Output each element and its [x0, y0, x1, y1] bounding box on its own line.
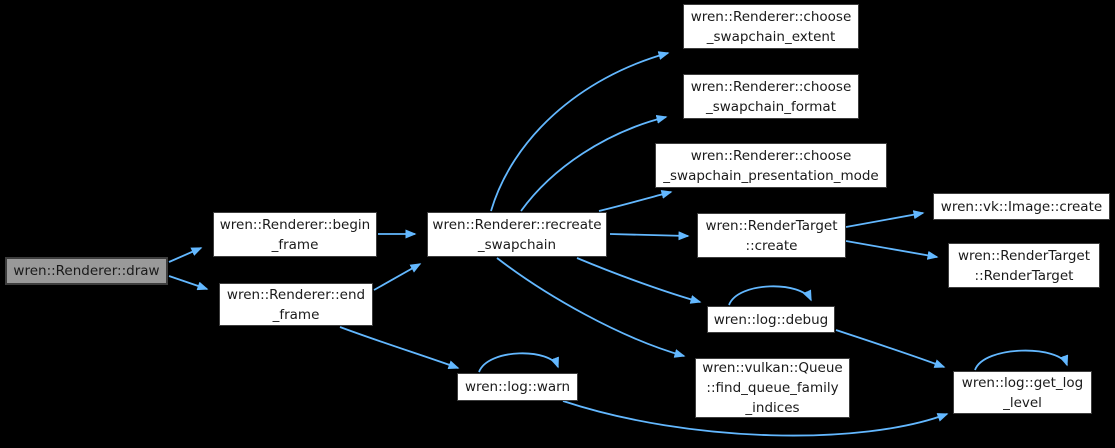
node-render-target-create[interactable]: wren::RenderTarget ::create — [697, 213, 846, 258]
edge-draw-to-begin-frame — [168, 247, 203, 263]
edge-log-warn-to-log-get-log-level — [562, 400, 949, 437]
edge-recreate-swapchain-to-choose-swapchain-extent — [490, 51, 670, 212]
edge-log-warn-self-loop — [478, 352, 559, 373]
node-find-queue-family-indices[interactable]: wren::vulkan::Queue ::find_queue_family … — [695, 358, 850, 418]
edge-end-frame-to-recreate-swapchain — [373, 263, 422, 291]
node-log-warn[interactable]: wren::log::warn — [457, 373, 578, 401]
node-log-debug[interactable]: wren::log::debug — [707, 306, 835, 333]
edge-log-debug-to-log-get-log-level — [835, 329, 946, 368]
edge-recreate-swapchain-to-log-debug — [576, 257, 702, 304]
edge-recreate-swapchain-to-render-target-create — [609, 231, 690, 241]
edge-recreate-swapchain-to-find-queue-family-indices — [496, 257, 686, 358]
node-renderer-end-frame[interactable]: wren::Renderer::end _frame — [219, 283, 373, 326]
node-vk-image-create[interactable]: wren::vk::Image::create — [933, 193, 1110, 220]
node-renderer-begin-frame[interactable]: wren::Renderer::begin _frame — [213, 212, 377, 257]
node-renderer-draw[interactable]: wren::Renderer::draw — [5, 257, 168, 285]
edge-recreate-swapchain-to-choose-swapchain-presentation-mode — [598, 190, 673, 212]
edge-log-get-log-level-self-loop — [974, 349, 1069, 371]
node-choose-swapchain-presentation-mode[interactable]: wren::Renderer::choose _swapchain_presen… — [655, 143, 887, 188]
node-renderer-recreate-swapchain[interactable]: wren::Renderer::recreate _swapchain — [427, 212, 607, 257]
edge-log-debug-self-loop — [728, 285, 812, 306]
node-choose-swapchain-format[interactable]: wren::Renderer::choose _swapchain_format — [683, 74, 859, 119]
node-log-get-log-level[interactable]: wren::log::get_log _level — [953, 371, 1092, 414]
edge-end-frame-to-log-warn — [339, 326, 460, 369]
node-choose-swapchain-extent[interactable]: wren::Renderer::choose _swapchain_extent — [683, 4, 859, 49]
edge-render-target-create-to-render-target-ctor — [845, 240, 939, 260]
edge-render-target-create-to-vk-image-create — [845, 210, 925, 228]
edge-draw-to-end-frame — [168, 275, 209, 291]
node-render-target-constructor[interactable]: wren::RenderTarget ::RenderTarget — [948, 243, 1100, 288]
edge-recreate-swapchain-to-choose-swapchain-format — [520, 114, 668, 212]
